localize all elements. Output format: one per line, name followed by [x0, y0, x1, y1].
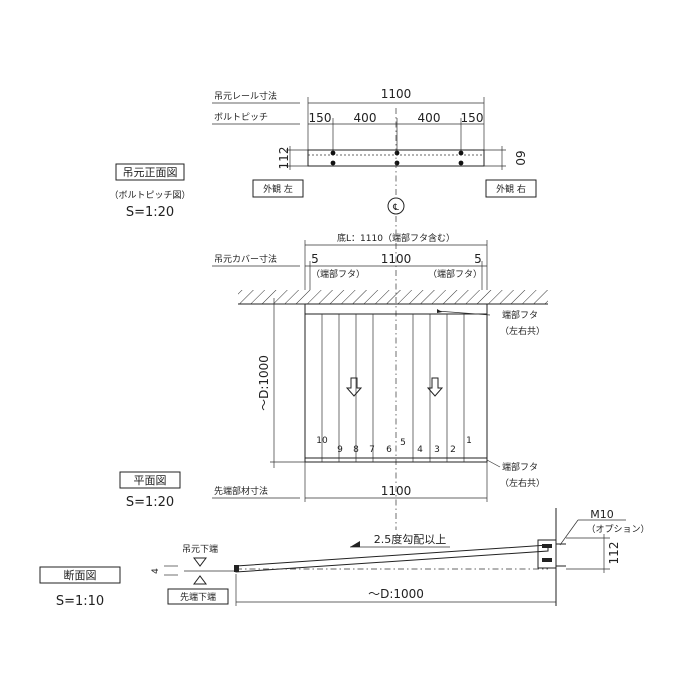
bolt-hole-4 [394, 160, 400, 166]
exterior-left-label: 外観 左 [263, 183, 293, 195]
bolt-leader [559, 519, 579, 546]
slope-arrow-right-icon [426, 377, 444, 397]
cover-width-value: 1100 [381, 252, 412, 266]
panel-number: 7 [369, 445, 375, 455]
end-cap-leader-top [436, 310, 491, 316]
end-gap-left: 5 [311, 252, 319, 266]
roof-section-profile [235, 544, 549, 573]
section-height-value: 112 [607, 542, 621, 565]
front-scale: S=1:20 [126, 205, 174, 220]
tip-end-box [167, 588, 229, 605]
slope-label: 2.5度勾配以上 [374, 532, 447, 546]
tip-dim-label: 先端部材寸法 [214, 485, 268, 497]
height-value: 112 [277, 147, 291, 170]
svg-text:℄: ℄ [392, 203, 399, 213]
tip-width-value: 1100 [381, 484, 412, 498]
pitch-value-4: 150 [461, 111, 484, 125]
roof-panels-frame [304, 313, 488, 463]
rail-dim-label: 吊元レール寸法 [214, 90, 277, 102]
bottom-length-label: 底L：1110（端部フタ含む） [337, 232, 455, 244]
wall-hatch [238, 290, 548, 304]
plan-scale: S=1:20 [126, 495, 174, 510]
bolt-hole-5 [458, 150, 464, 156]
both-sides-top: （左右共） [500, 325, 545, 337]
end-gap-right: 5 [474, 252, 482, 266]
level-marker-top-icon [193, 557, 207, 567]
plan-view: 底L：1110（端部フタ含む） 吊元カバー寸法 5 1100 5 （端部フタ） … [119, 232, 548, 510]
bolt-size-label: M10 [590, 508, 614, 521]
exterior-right-label: 外観 右 [496, 183, 526, 195]
end-cap-leader-bottom [486, 459, 501, 468]
bolt-hole-3 [394, 150, 400, 156]
panel-number: 5 [400, 438, 406, 448]
end-cap-inner-right: （端部フタ） [428, 268, 482, 280]
front-view: 吊元レール寸法 ボルトピッチ 1100 150 400 400 150 112 [109, 87, 537, 220]
front-subtitle: （ボルトピッチ図） [109, 190, 190, 201]
section-view: 断面図 S=1:10 吊元下端 先端下端 4 M10 （オプション） 112 [39, 508, 650, 609]
panel-divider-lines [321, 314, 465, 462]
panel-numbers: 10 9 8 7 6 5 4 3 2 1 [316, 436, 472, 455]
bolt-pitch-label: ボルトピッチ [214, 112, 268, 123]
bracket-flange-bottom [542, 558, 552, 562]
panel-number: 6 [386, 445, 392, 455]
exterior-right-box [485, 179, 537, 198]
panel-number: 2 [450, 445, 456, 455]
bolt-hole-2 [330, 160, 336, 166]
bracket-section [537, 539, 557, 569]
exterior-left-box [252, 179, 304, 198]
slope-arrow-left-icon [345, 377, 363, 397]
end-cap-label-bottom: 端部フタ [502, 461, 538, 473]
pitch-value-1: 150 [309, 111, 332, 125]
bolt-hole-6 [458, 160, 464, 166]
cover-dim-label: 吊元カバー寸法 [214, 253, 277, 265]
top-end-label: 吊元下端 [182, 543, 218, 555]
pitch-value-2: 400 [354, 111, 377, 125]
plan-title: 平面図 [134, 474, 167, 487]
panel-number: 9 [337, 445, 343, 455]
total-width-value: 1100 [381, 87, 412, 101]
both-sides-bottom: （左右共） [500, 477, 545, 489]
bracket-flange-top [542, 544, 552, 548]
depth-value: ～D:1000 [257, 355, 271, 411]
tip-end-label: 先端下端 [180, 591, 216, 603]
plan-title-box [119, 471, 181, 489]
end-cap-arrow-top-icon [437, 309, 442, 313]
section-title-box [39, 566, 121, 584]
bolt-hole-1 [330, 150, 336, 156]
center-line: ℄ [387, 108, 405, 530]
panel-number: 3 [434, 445, 440, 455]
panel-number: 1 [466, 436, 472, 446]
front-title-box [115, 163, 185, 181]
section-depth-value: ～D:1000 [368, 587, 424, 601]
panel-number: 4 [417, 445, 423, 455]
front-title: 吊元正面図 [123, 166, 178, 179]
end-cap-inner-left: （端部フタ） [311, 268, 365, 280]
end-cap-label-top: 端部フタ [502, 309, 538, 321]
offset-value: 4 [151, 568, 161, 574]
level-marker-bottom-icon [193, 575, 207, 585]
panel-number: 10 [316, 436, 328, 446]
centerline-symbol-icon [387, 197, 405, 215]
pitch-value-3: 400 [418, 111, 441, 125]
tip-member-section [234, 565, 239, 572]
section-scale: S=1:10 [56, 594, 104, 609]
depth-value: 60 [513, 150, 527, 165]
section-title: 断面図 [64, 568, 97, 582]
slope-arrow-icon [350, 541, 360, 547]
panel-number: 8 [353, 445, 359, 455]
bolt-option-label: （オプション） [586, 524, 649, 535]
